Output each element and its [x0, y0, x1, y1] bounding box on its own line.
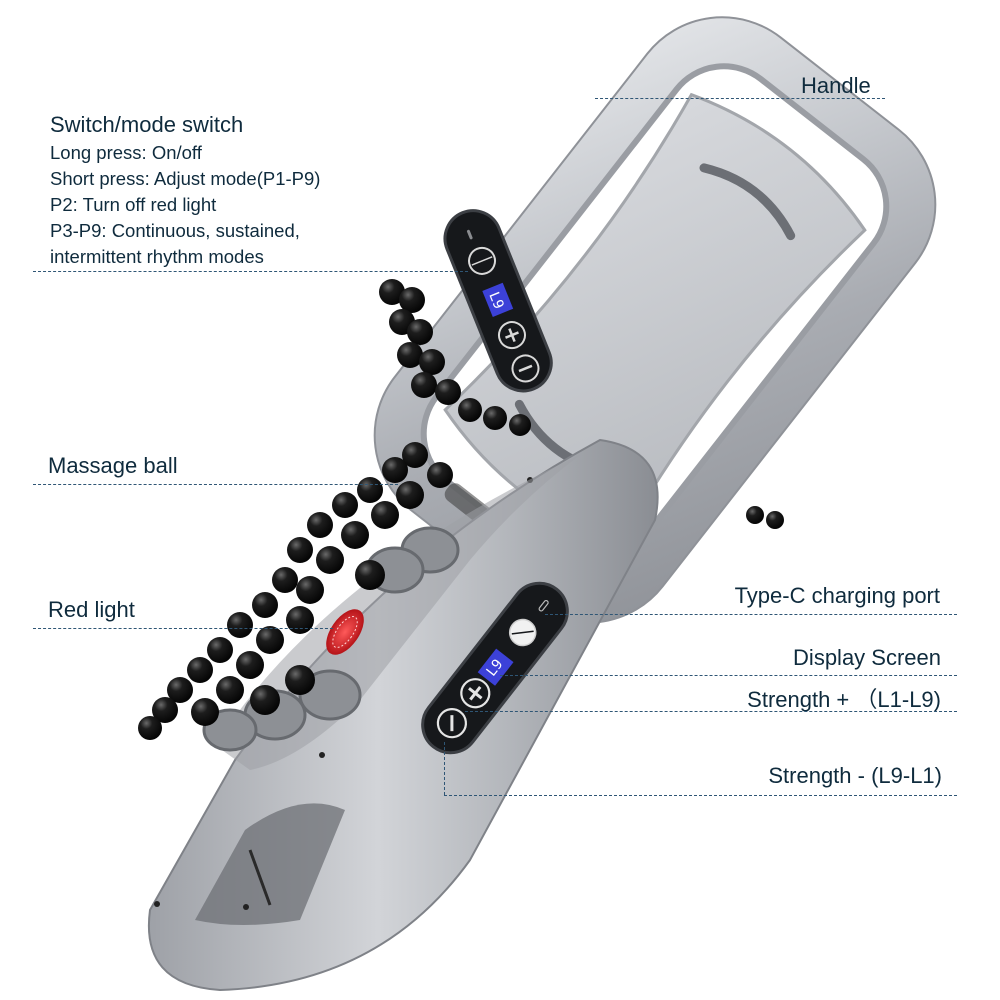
handle-leader-line — [595, 98, 885, 99]
switch-title: Switch/mode switch — [50, 112, 244, 137]
svg-text:L9: L9 — [485, 290, 506, 312]
upper-massage-balls — [379, 279, 784, 529]
switch-line-long-press: Long press: On/off — [50, 142, 202, 163]
massage-ball-label: Massage ball — [48, 453, 178, 478]
strength-plus-label: Strength + （L1-L9) — [747, 687, 941, 712]
upper-device — [373, 16, 937, 624]
lower-control-panel: L9 — [421, 581, 569, 755]
red-light-label: Red light — [48, 597, 135, 622]
switch-line-p2: P2: Turn off red light — [50, 194, 217, 215]
display-screen-leader-line — [500, 675, 957, 676]
switch-leader-line — [33, 271, 468, 272]
strength-minus-leader-line — [444, 795, 957, 796]
strength-plus-leader-line — [465, 711, 957, 712]
red-light-leader-line — [33, 628, 333, 629]
type-c-label: Type-C charging port — [734, 583, 940, 608]
strength-minus-leader-vertical — [444, 742, 445, 795]
display-screen-label: Display Screen — [793, 645, 941, 670]
type-c-leader-line — [545, 614, 957, 615]
switch-line-p3-p9: P3-P9: Continuous, sustained, — [50, 220, 300, 241]
switch-line-short-press: Short press: Adjust mode(P1-P9) — [50, 168, 321, 189]
red-light — [326, 609, 364, 655]
handle-label: Handle — [801, 73, 871, 98]
switch-description: Switch/mode switch Long press: On/off Sh… — [50, 110, 320, 270]
upper-control-panel: L9 — [443, 209, 553, 393]
switch-line-rhythm: intermittent rhythm modes — [50, 246, 264, 267]
roller-bases — [202, 526, 460, 752]
strength-minus-label: Strength - (L9-L1) — [768, 763, 942, 788]
massage-ball-leader-line — [33, 484, 398, 485]
lower-massage-balls — [138, 442, 453, 740]
